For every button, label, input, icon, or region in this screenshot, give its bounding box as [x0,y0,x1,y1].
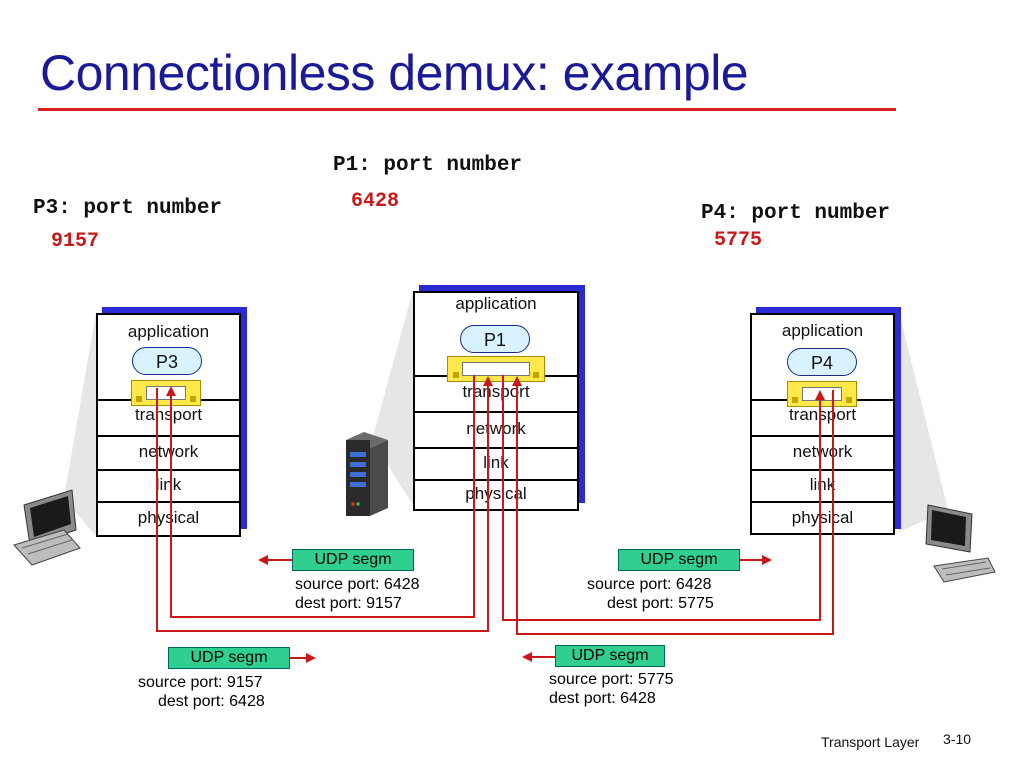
segment-c-dest: dest port: 6428 [158,693,265,710]
slide-title: Connectionless demux: example [40,45,749,101]
network-layer-label: network [466,419,526,438]
p3-port-label: P3: port number [33,197,223,220]
segment-c-source: source port: 9157 [138,674,263,691]
path-p3-to-p1 [156,376,493,632]
application-layer: application [415,293,577,375]
udp-segment-d: UDP segm [555,645,665,667]
application-layer: application [98,315,239,399]
physical-layer: physical [415,479,577,513]
network-layer-label: network [138,442,199,461]
physical-layer-label: physical [465,484,527,503]
application-layer-label: application [127,322,210,341]
p1-socket-icon [447,356,545,382]
application-layer-label: application [455,294,537,313]
physical-layer: physical [98,501,239,539]
segment-b-source: source port: 6428 [587,576,712,593]
link-layer-label: link [809,475,836,494]
transport-layer-label: transport [134,405,203,424]
network-layer: network [415,411,577,449]
link-layer: link [98,469,239,503]
segment-d-source: source port: 5775 [549,671,674,688]
server-icon [346,432,388,516]
right-beam [899,312,948,532]
p4-port-number: 5775 [714,229,763,252]
segment-a-dest: dest port: 9157 [295,595,402,612]
path-p1-to-p4 [502,375,825,621]
p3-port-number: 9157 [51,230,100,253]
left-computer-icon [13,489,81,566]
segment-d-dest: dest port: 6428 [549,690,656,707]
segment-a-source: source port: 6428 [295,576,420,593]
p1-port-label: P1: port number [333,154,523,177]
process-p3: P3 [132,347,202,375]
link-layer: link [752,469,893,503]
title-underline [38,108,896,111]
footer-text: Transport Layer [821,734,920,750]
application-layer: application [752,315,893,399]
physical-layer: physical [752,501,893,537]
p1-port-number: 6428 [351,190,400,213]
link-layer-label: link [155,475,182,494]
process-p4: P4 [787,348,857,376]
network-layer: network [752,435,893,471]
network-layer-label: network [792,442,853,461]
udp-segment-a: UDP segm [292,549,414,571]
application-layer-label: application [781,321,864,340]
network-layer: network [98,435,239,471]
process-p1: P1 [460,325,530,353]
path-p1-to-p3 [166,375,475,618]
transport-layer-label: transport [462,382,530,401]
right-computer-icon [925,504,996,583]
segment-b-dest: dest port: 5775 [607,595,714,612]
p4-port-label: P4: port number [701,202,891,225]
udp-segment-b: UDP segm [618,549,740,571]
page-number: 3-10 [943,731,972,747]
udp-segment-c: UDP segm [168,647,290,669]
path-p4-to-p1 [512,376,834,635]
left-beam [64,312,96,536]
physical-layer-label: physical [137,508,200,527]
transport-layer-label: transport [788,405,857,424]
physical-layer-label: physical [791,508,854,527]
